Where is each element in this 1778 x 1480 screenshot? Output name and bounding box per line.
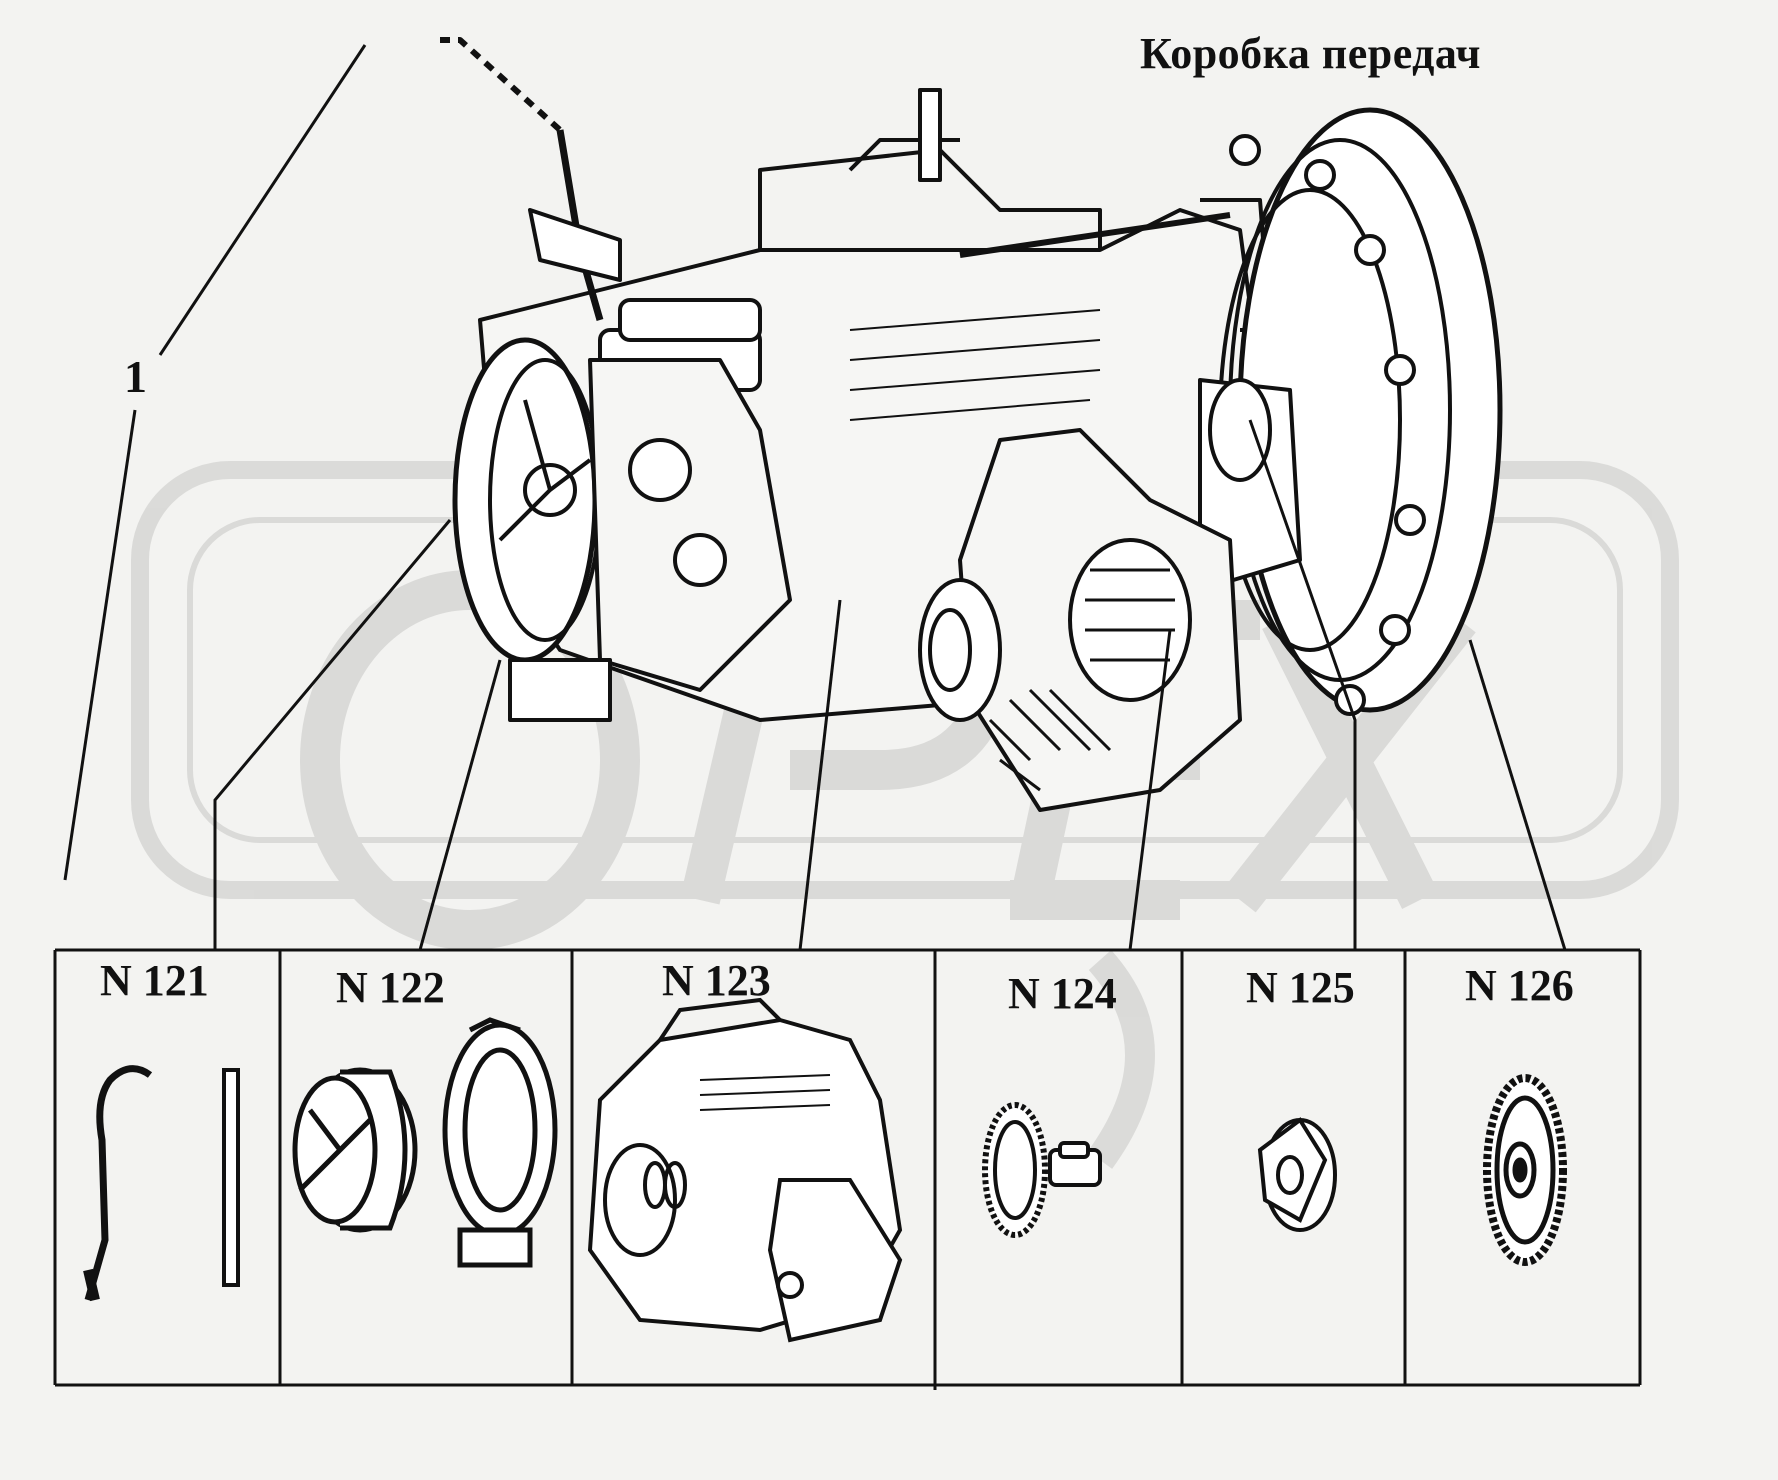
part-n123-drawing (587, 997, 903, 1343)
part-n124-drawing (982, 1102, 1102, 1238)
part-label-n126: N 126 (1465, 961, 1574, 1010)
part-label-n123: N 123 (662, 956, 771, 1005)
part-n126-drawing (1483, 1074, 1567, 1266)
parts-table (53, 948, 1642, 1390)
part-label-n124: N 124 (1008, 969, 1117, 1018)
leader-n123 (798, 599, 842, 951)
gearbox-assembly (440, 37, 1503, 812)
leader-n121 (213, 519, 452, 950)
leader-lines (63, 44, 1567, 951)
part-n122-drawing (292, 1017, 558, 1268)
part-n125-drawing (1257, 1117, 1337, 1232)
leader-n125 (1248, 419, 1357, 950)
leader-n122 (418, 659, 502, 951)
callout-label-1: 1 (124, 351, 147, 402)
leader-n124 (1128, 629, 1172, 951)
part-n121-drawing (83, 1065, 240, 1302)
leader-n126 (1468, 639, 1567, 951)
leader-callout-1-lower (63, 409, 137, 881)
part-label-n125: N 125 (1246, 963, 1355, 1012)
top-stud (918, 88, 942, 182)
leader-callout-1-upper (158, 44, 367, 356)
part-label-n121: N 121 (100, 956, 209, 1005)
diagram-title: Коробка передач (1140, 29, 1481, 78)
part-label-n122: N 122 (336, 963, 445, 1012)
